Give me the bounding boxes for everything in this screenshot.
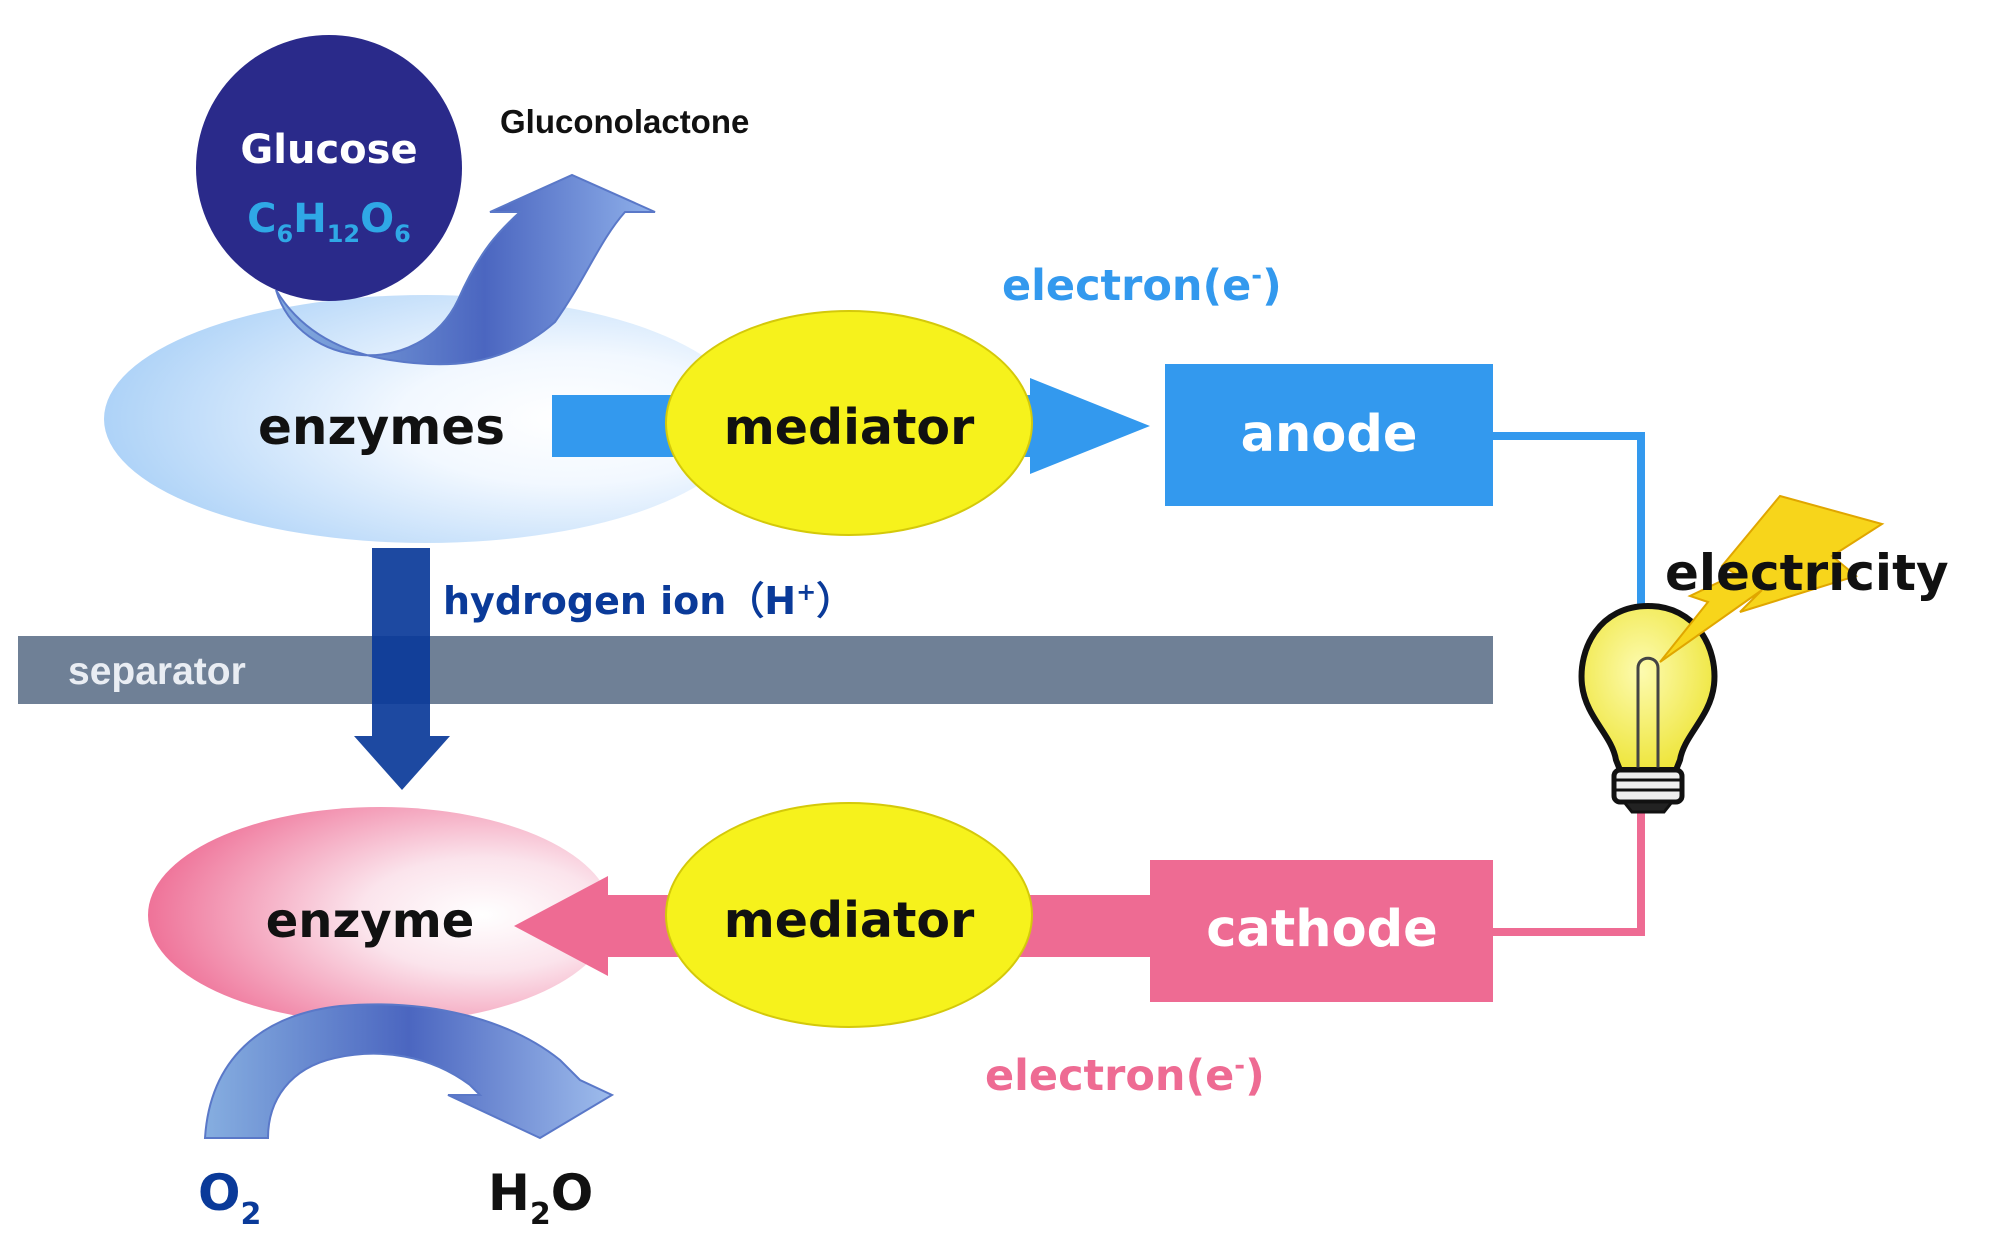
anode-electron-arrow-head bbox=[1030, 378, 1150, 474]
hydrogen-ion-arrow bbox=[354, 548, 450, 790]
cathode-label: cathode bbox=[1206, 900, 1437, 959]
anode-electron-label: electron(e-) bbox=[1002, 261, 1282, 311]
cathode-mediator-label: mediator bbox=[724, 892, 975, 949]
cathode-enzyme-label: enzyme bbox=[266, 893, 475, 949]
anode-wire bbox=[1492, 432, 1645, 620]
electricity-label: electricity bbox=[1665, 544, 1949, 602]
glucose-label: Glucose bbox=[240, 127, 417, 173]
oxygen-label: O2 bbox=[198, 1164, 261, 1232]
anode-mediator-label: mediator bbox=[724, 399, 975, 456]
gluconolactone-arrow bbox=[275, 173, 656, 366]
cathode-enzyme-ellipse bbox=[148, 807, 612, 1023]
cathode-box bbox=[1150, 860, 1493, 1002]
separator-label: separator bbox=[68, 650, 246, 693]
cathode-electron-arrow-head bbox=[514, 876, 608, 976]
anode-enzymes-ellipse bbox=[104, 295, 748, 543]
cathode-wire bbox=[1492, 790, 1645, 936]
oxygen-to-water-arrow bbox=[203, 1003, 615, 1140]
lightning-bolt-icon bbox=[1659, 494, 1885, 663]
water-label: H2O bbox=[488, 1164, 593, 1232]
gluconolactone-label: Gluconolactone bbox=[500, 103, 749, 140]
glucose-circle bbox=[196, 35, 462, 301]
anode-label: anode bbox=[1241, 405, 1418, 464]
hydrogen-ion-label: hydrogen ion（H+） bbox=[443, 578, 854, 623]
enzymes-label: enzymes bbox=[258, 398, 505, 456]
glucose-formula: C6H12O6 bbox=[247, 196, 411, 248]
separator-bar bbox=[18, 636, 1493, 704]
anode-mediator-ellipse bbox=[665, 310, 1033, 536]
cathode-electron-label: electron(e-) bbox=[985, 1051, 1265, 1101]
cathode-mediator-ellipse bbox=[665, 802, 1033, 1028]
anode-box bbox=[1165, 364, 1493, 506]
